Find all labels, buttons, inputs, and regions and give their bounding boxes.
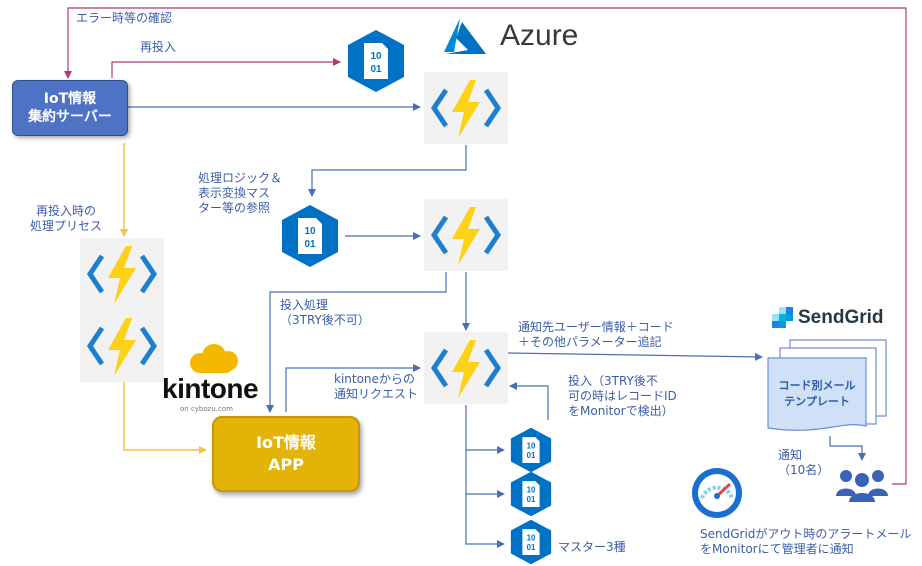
svg-text:01: 01 [527,495,536,504]
iot-server-box[interactable]: IoT情報 集約サーバー [12,80,128,136]
monitor-gauge-icon [692,468,742,518]
data-hex-icon-top: 10 01 [348,30,404,92]
label-sendgrid-alert: SendGridがアウト時のアラートメールをMonitorにて管理者に通知 [700,527,912,556]
template-line1: コード別メール [779,378,856,392]
svg-text:01: 01 [527,543,536,552]
label-submit-process: 投入処理（3TRY後不可） [280,298,370,327]
wire-server-to-preset [120,143,128,237]
wire-preset-to-app [123,382,207,454]
wire-function2-to-app [266,272,447,413]
label-error-check: エラー時等の確認 [76,11,173,25]
label-resubmit-preset: 再投入時の処理プリセス [30,204,103,233]
svg-text:10: 10 [304,226,316,237]
svg-text:01: 01 [527,451,536,460]
wire-resubmit [111,58,341,78]
kintone-sub-label: on cybozu.com [180,405,233,413]
function-icon-preset-2 [80,310,164,382]
azure-logo: Azure [438,14,578,58]
azure-icon [444,18,486,54]
data-hex-icon-master-2: 10 01 [510,471,552,517]
sendgrid-logo: SendGrid [772,307,884,329]
wire-function3-to-sendgrid [507,352,763,361]
label-resubmit: 再投入 [140,40,177,54]
svg-text:01: 01 [304,239,316,250]
wire-function3-to-masters [465,405,505,548]
wire-template-to-users [829,436,866,461]
wire-error-check [64,7,907,485]
function-icon-top [424,72,508,144]
function-icon-preset-1 [80,238,164,310]
function-icon-middle [424,199,508,271]
function-icon-notify [424,332,508,404]
users-icon [836,470,888,502]
svg-text:01: 01 [370,64,382,75]
svg-text:10: 10 [527,534,536,543]
azure-label: Azure [500,19,579,52]
svg-text:10: 10 [527,486,536,495]
label-notify-info: 通知先ユーザー情報＋コード＋その他パラメーター追記 [518,320,674,349]
mail-template-stack: コード別メール テンプレート [767,339,887,431]
label-master3: マスター3種 [558,540,626,554]
wire-app-to-function3 [285,364,421,412]
label-notify-count: 通知（10名） [778,448,830,477]
template-line2: テンプレート [784,394,850,408]
label-kintone-notice: kintoneからの通知リクエスト [334,372,419,401]
sendgrid-label: SendGrid [798,307,884,328]
svg-text:10: 10 [527,442,536,451]
data-hex-icon-master-1: 10 01 [510,427,552,473]
iot-server-line1: IoT情報 [43,91,97,107]
kintone-cloud-icon [190,344,238,373]
wire-function-to-logic [308,145,467,197]
label-logic-ref: 処理ロジック＆表示変換マスター等の参照 [198,171,283,215]
iot-app-line2: APP [268,455,304,474]
wire-retry-loop [509,382,549,420]
data-hex-icon-logic: 10 01 [282,205,338,267]
kintone-label: kintone [162,373,259,404]
iot-app-line1: IoT情報 [256,433,316,452]
iot-app-box[interactable]: IoT情報 APP [212,416,360,492]
svg-text:10: 10 [370,51,382,62]
iot-server-line2: 集約サーバー [28,109,112,125]
data-hex-icon-master-3: 10 01 [510,519,552,565]
sendgrid-icon [772,307,793,328]
